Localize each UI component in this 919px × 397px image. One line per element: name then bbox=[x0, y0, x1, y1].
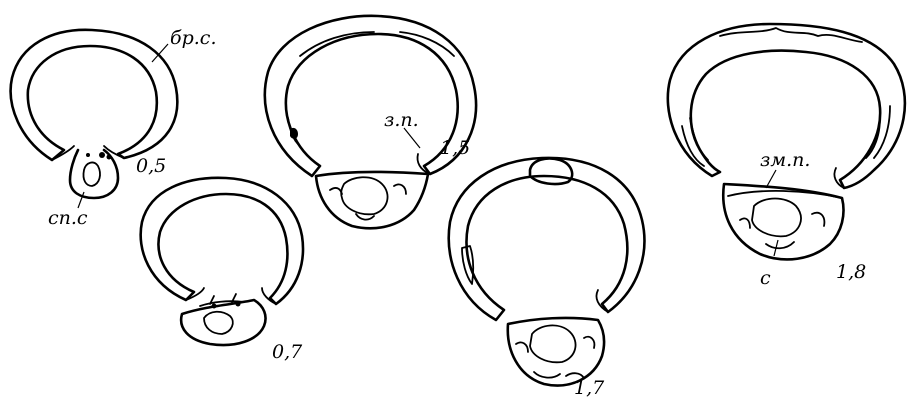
dot-0-5-b bbox=[107, 155, 112, 160]
base-1-5 bbox=[316, 172, 428, 228]
base-lobes-1-7 bbox=[516, 337, 594, 378]
section-0-5: 0,5 бр.с. сп.с bbox=[11, 27, 217, 229]
stage-label-1-5: 1,5 bbox=[440, 137, 470, 159]
top-cap-1-7 bbox=[530, 158, 572, 184]
base-inner-0-7 bbox=[204, 312, 233, 334]
base-inner-1-8 bbox=[752, 199, 801, 237]
section-1-8: зм.п. с 1,8 bbox=[668, 24, 905, 289]
stage-label-1-7: 1,7 bbox=[574, 377, 605, 397]
wavy-edge-1-8 bbox=[720, 28, 862, 42]
dot-0-7-a bbox=[212, 304, 217, 309]
ring-outer-0-7 bbox=[141, 178, 303, 304]
leader-zp bbox=[404, 128, 420, 148]
stage-label-0-7: 0,7 bbox=[272, 341, 303, 363]
annotation-zmp: зм.п. bbox=[760, 149, 810, 171]
ring-inner-detail-1-5 bbox=[300, 32, 454, 56]
dot-0-5-c bbox=[86, 153, 90, 157]
section-0-7: 0,7 bbox=[141, 178, 303, 363]
annotation-zp: з.п. bbox=[384, 109, 419, 131]
ring-outer-0-5 bbox=[11, 30, 178, 160]
base-inner-1-7 bbox=[530, 325, 576, 362]
spinal-inner-0-5 bbox=[83, 163, 100, 186]
section-1-7: 1,7 bbox=[449, 158, 645, 397]
dot-0-7-b bbox=[236, 302, 241, 307]
stage-label-1-8: 1,8 bbox=[836, 261, 866, 283]
base-inner-1-5 bbox=[341, 177, 387, 214]
annotation-c: с bbox=[760, 267, 771, 289]
dot-0-5-a bbox=[99, 152, 105, 158]
leader-zmp bbox=[766, 170, 776, 188]
stage-label-0-5: 0,5 bbox=[136, 155, 166, 177]
annotation-sps: сп.с bbox=[48, 207, 88, 229]
base-0-7 bbox=[181, 300, 265, 345]
leader-brs bbox=[152, 44, 168, 62]
annotation-brs: бр.с. bbox=[170, 27, 216, 49]
section-1-5: з.п. 1,5 bbox=[265, 16, 476, 228]
mark-left-1-5 bbox=[290, 128, 298, 139]
base-top-band-1-8 bbox=[728, 191, 842, 198]
